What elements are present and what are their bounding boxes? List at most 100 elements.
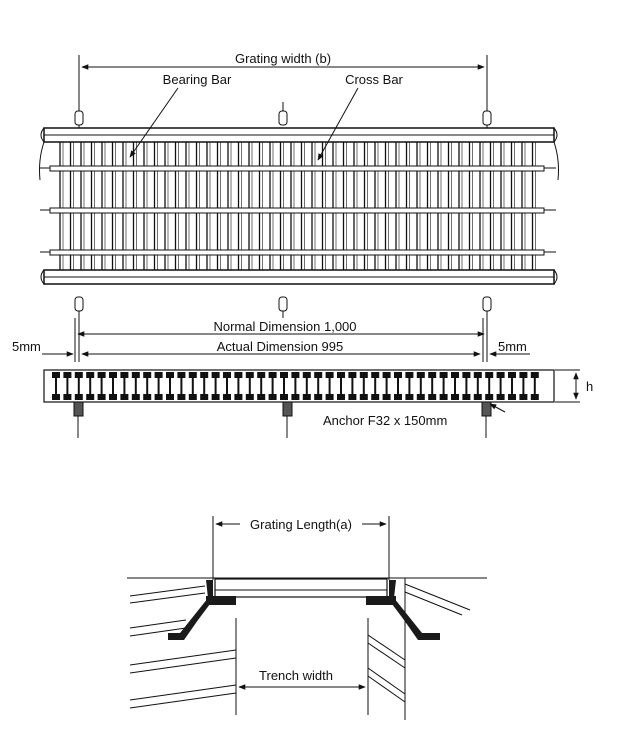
section-bar-bottom — [302, 394, 311, 400]
section-bar-bottom — [257, 394, 266, 400]
trench-width-label: Trench width — [259, 668, 333, 683]
section-bar-web — [511, 378, 513, 394]
section-bar-top — [439, 372, 448, 378]
section-bar-bottom — [359, 394, 368, 400]
section-bar-top — [63, 372, 72, 378]
section-bar-bottom — [314, 394, 323, 400]
section-bar-bottom — [143, 394, 152, 400]
section-bar-top — [74, 372, 83, 378]
section-bar-web — [317, 378, 320, 394]
section-bar-top — [359, 372, 368, 378]
section-bar-web — [419, 378, 422, 394]
section-bar-web — [112, 378, 114, 394]
section-bar-top — [382, 372, 391, 378]
section-bar-web — [123, 378, 126, 394]
right-seat-angle — [366, 596, 396, 605]
anchor-bolts-bottom — [74, 296, 492, 318]
section-bar-bottom — [325, 394, 334, 400]
section-bar-bottom — [268, 394, 277, 400]
left-seat-angle — [206, 596, 236, 605]
section-bar-web — [214, 378, 217, 394]
section-bar-top — [291, 372, 300, 378]
section-bar-bottom — [131, 394, 140, 400]
section-bar-web — [134, 378, 137, 394]
section-bar-web — [146, 378, 149, 394]
section-bar-top — [405, 372, 414, 378]
section-bar-web — [362, 378, 365, 394]
cross-bars — [40, 165, 556, 256]
section-bar-bottom — [485, 394, 494, 400]
section-bar-top — [451, 372, 459, 378]
section-bar-web — [340, 378, 342, 394]
section-bar-top — [485, 372, 494, 378]
section-bar-bottom — [439, 394, 448, 400]
section-bar-top — [416, 372, 425, 378]
cross-bar — [49, 249, 545, 256]
section-bar-top — [154, 372, 163, 378]
section-bar-bottom — [280, 394, 288, 400]
section-bar-web — [260, 378, 263, 394]
section-bar-web — [180, 378, 183, 394]
section-bar-bottom — [416, 394, 425, 400]
section-bar-top — [348, 372, 357, 378]
section-bar-top — [131, 372, 140, 378]
section-bar-web — [454, 378, 456, 394]
section-bar-web — [169, 378, 171, 394]
bearing-bar-leader — [129, 87, 179, 158]
left-angle-frame — [168, 580, 213, 640]
height-label: h — [586, 379, 593, 394]
section-bar-bottom — [166, 394, 174, 400]
section-bar-bottom — [120, 394, 129, 400]
section-bar-web — [385, 378, 388, 394]
section-bar-top — [177, 372, 186, 378]
section-bar-top — [496, 372, 505, 378]
cross-bar-leader — [317, 87, 359, 161]
section-bar-bottom — [63, 394, 72, 400]
section-bar-bottom — [223, 394, 231, 400]
section-bar-web — [77, 378, 80, 394]
trench-grating — [214, 578, 388, 598]
right-angle-frame — [389, 580, 440, 640]
section-bar-web — [305, 378, 308, 394]
section-bar-top — [143, 372, 152, 378]
section-bar-top — [166, 372, 174, 378]
section-bar-top — [268, 372, 277, 378]
section-bar-web — [431, 378, 434, 394]
section-bar-top — [245, 372, 254, 378]
section-bar-web — [408, 378, 411, 394]
section-bar-bottom — [371, 394, 380, 400]
section-bar-bottom — [86, 394, 95, 400]
section-bar-web — [100, 378, 103, 394]
right-concrete-hatch — [367, 578, 471, 720]
section-bar-web — [89, 378, 92, 394]
top-view: Grating width (b) — [39, 51, 559, 318]
section-bar-web — [522, 378, 525, 394]
section-bar-top — [109, 372, 117, 378]
section-bar-bottom — [245, 394, 254, 400]
bearing-bars — [59, 142, 536, 270]
cross-bar — [49, 207, 545, 214]
section-bar-web — [442, 378, 445, 394]
section-bar-web — [66, 378, 69, 394]
section-bar-top — [257, 372, 266, 378]
section-bar-top — [473, 372, 482, 378]
section-bar-top — [371, 372, 380, 378]
section-bar-top — [302, 372, 311, 378]
right-gap-label: 5mm — [498, 339, 527, 354]
section-bar-web — [157, 378, 160, 394]
anchor-bolts-top — [74, 102, 492, 126]
section-bar-web — [237, 378, 240, 394]
section-bar-bottom — [530, 394, 539, 400]
section-bar-bottom — [200, 394, 209, 400]
section-bar-web — [191, 378, 194, 394]
section-bar-bottom — [177, 394, 186, 400]
section-bar-bottom — [382, 394, 391, 400]
section-bar-web — [465, 378, 468, 394]
section-bar-web — [397, 378, 399, 394]
section-bar-web — [374, 378, 377, 394]
section-bar-web — [488, 378, 491, 394]
section-bar-bottom — [348, 394, 357, 400]
cross-bar — [49, 165, 545, 172]
section-bar-top — [530, 372, 539, 378]
section-bar-top — [86, 372, 95, 378]
